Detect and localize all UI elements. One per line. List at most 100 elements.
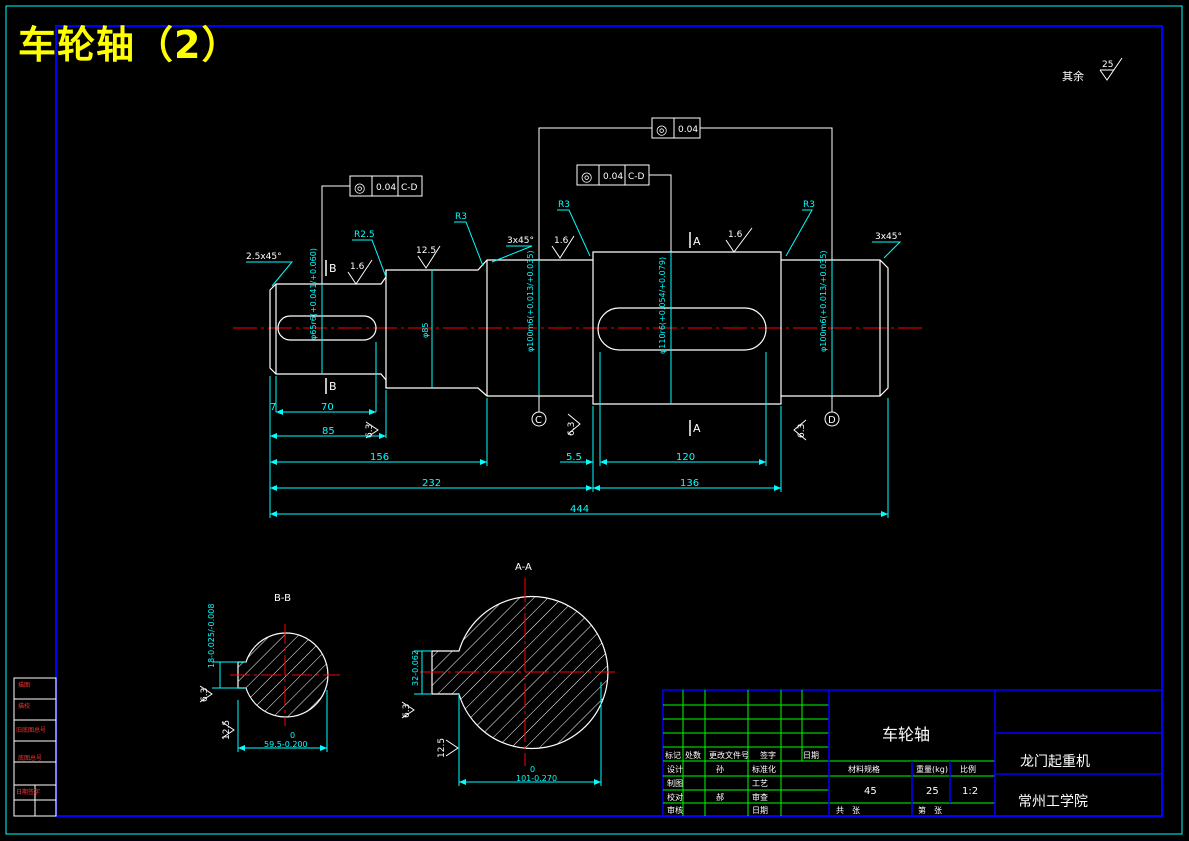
roughness-note-value: 25 xyxy=(1102,60,1113,70)
dim-5-5: 5.5 xyxy=(566,452,582,463)
rev-header: 签字 xyxy=(760,750,776,760)
tolerance-symbol: ◎ xyxy=(354,181,365,196)
rev-header: 更改文件号 xyxy=(709,750,749,760)
side-table xyxy=(13,677,57,817)
tolerance-value: 0.04 xyxy=(678,125,698,135)
roughness-12-5-b: 12.5 xyxy=(222,720,232,740)
row-value: 郝 xyxy=(716,792,724,802)
dim-444: 444 xyxy=(570,504,589,515)
material-value: 45 xyxy=(864,786,877,797)
roughness-12-5-c: 12.5 xyxy=(437,738,447,758)
section-bb-tol: 18-0.025/-0.008 xyxy=(207,604,216,668)
roughness-1-6-c: 1.6 xyxy=(728,230,743,240)
diameter-d4: φ110r6(+0.054/+0.079) xyxy=(658,257,667,354)
radius-r25: R2.5 xyxy=(354,230,375,240)
sheets: 共 张 xyxy=(836,806,860,815)
datum-d: D xyxy=(828,415,836,426)
roughness-note-text: 其余 xyxy=(1062,69,1084,83)
section-mark-b-bottom: B xyxy=(329,380,337,393)
row-label: 日期 xyxy=(752,806,768,815)
dim-70: 70 xyxy=(321,402,334,413)
section-bb: A-A xyxy=(199,624,340,752)
roughness-1-6-b: 1.6 xyxy=(554,236,569,246)
chamfer-mid: 3x45° xyxy=(507,236,534,246)
roughness-1-6-a: 1.6 xyxy=(350,262,365,272)
tolerance-frame-3: ◎ 0.04 C-D xyxy=(576,164,672,252)
section-aa-zero: 0 xyxy=(530,765,535,774)
shaft-outline xyxy=(269,251,889,405)
tolerance-symbol: ◎ xyxy=(656,123,667,138)
dim-85: 85 xyxy=(322,426,335,437)
diameter-d3: φ100m6(+0.013/+0.035) xyxy=(526,250,535,352)
section-bb-title: B-B xyxy=(274,593,291,604)
roughness-6-3-e: 6.3 xyxy=(402,704,412,718)
weight-value: 25 xyxy=(926,786,939,797)
roughness-6-3-a: 6.3 xyxy=(567,422,577,436)
title-block xyxy=(662,689,1163,817)
diameter-d2: φ85 xyxy=(421,323,430,338)
section-aa xyxy=(401,578,615,786)
chamfer-left: 2.5x45° xyxy=(246,252,282,262)
section-aa-title: A-A xyxy=(515,562,532,573)
material-header: 材料规格 xyxy=(848,764,880,774)
roughness-symbol xyxy=(1099,57,1123,81)
part-name: 车轮轴 xyxy=(882,725,930,744)
section-mark-b-top: B xyxy=(329,262,337,275)
tolerance-frame-2: ◎ 0.04 xyxy=(538,117,833,260)
tolerance-value: 0.04 xyxy=(376,183,396,193)
inner-frame xyxy=(55,25,1163,817)
radius-r3-a: R3 xyxy=(455,212,467,222)
diameter-d5: φ100m6(+0.013/+0.035) xyxy=(819,250,828,352)
radius-r3-c: R3 xyxy=(803,200,815,210)
drawing-title: 车轮轴（2） xyxy=(18,23,241,67)
side-table-item: 旧底图总号 xyxy=(16,726,46,734)
chamfer-right: 3x45° xyxy=(875,232,902,242)
assembly-name: 龙门起重机 xyxy=(1020,754,1090,770)
sheet-no: 第 张 xyxy=(918,805,942,815)
dim-232: 232 xyxy=(422,478,441,489)
section-bb-zero: 0 xyxy=(290,731,295,740)
roughness-12-5-a: 12.5 xyxy=(416,246,436,256)
weight-header: 重量(kg) xyxy=(916,764,948,774)
section-mark-a-bottom: A xyxy=(693,422,701,435)
side-table-item: 描校 xyxy=(18,702,30,710)
section-aa-tol: 32-0.062 xyxy=(411,650,420,686)
tolerance-symbol: ◎ xyxy=(581,170,592,185)
section-aa-width: 101-0.270 xyxy=(516,774,557,783)
side-table-item: 描图 xyxy=(18,681,30,689)
section-mark-a-top: A xyxy=(693,235,701,248)
side-table-item: 日期签字 xyxy=(16,788,40,796)
side-table-item: 底图总号 xyxy=(18,754,42,762)
tolerance-frame-1: ◎ 0.04 C-D xyxy=(321,175,423,284)
scale-value: 1:2 xyxy=(962,786,978,797)
row-label: 审核 xyxy=(667,805,683,815)
tolerance-datum: C-D xyxy=(401,183,418,193)
scale-header: 比例 xyxy=(960,764,976,774)
dim-120: 120 xyxy=(676,452,695,463)
tolerance-value: 0.04 xyxy=(603,172,623,182)
rev-header: 日期 xyxy=(803,751,819,760)
dim-136: 136 xyxy=(680,478,699,489)
section-bb-width: 59.5-0.200 xyxy=(264,740,308,749)
roughness-6-3-c: 6.3 xyxy=(797,424,807,438)
row-label: 设计 xyxy=(667,764,683,774)
outer-frame xyxy=(5,5,1183,835)
row-label: 制图 xyxy=(667,778,683,788)
datum-c: C xyxy=(535,415,542,426)
school-name: 常州工学院 xyxy=(1018,794,1088,810)
rev-header: 处数 xyxy=(685,750,701,760)
row-label: 标准化 xyxy=(752,764,776,774)
roughness-6-3-d: 6.3 xyxy=(200,688,210,702)
roughness-6-3-b: 6.3 xyxy=(365,424,375,438)
rev-header: 标记 xyxy=(665,750,681,760)
row-label: 工艺 xyxy=(752,779,768,788)
row-value: 孙 xyxy=(716,764,724,774)
row-label: 审查 xyxy=(752,792,768,802)
tolerance-datum: C-D xyxy=(628,172,645,182)
dim-7: 7 xyxy=(270,402,276,413)
row-label: 校对 xyxy=(667,792,683,802)
diameter-d1: φ65r6(+0.041/+0.060) xyxy=(309,248,318,340)
radius-r3-b: R3 xyxy=(558,200,570,210)
dim-156: 156 xyxy=(370,452,389,463)
